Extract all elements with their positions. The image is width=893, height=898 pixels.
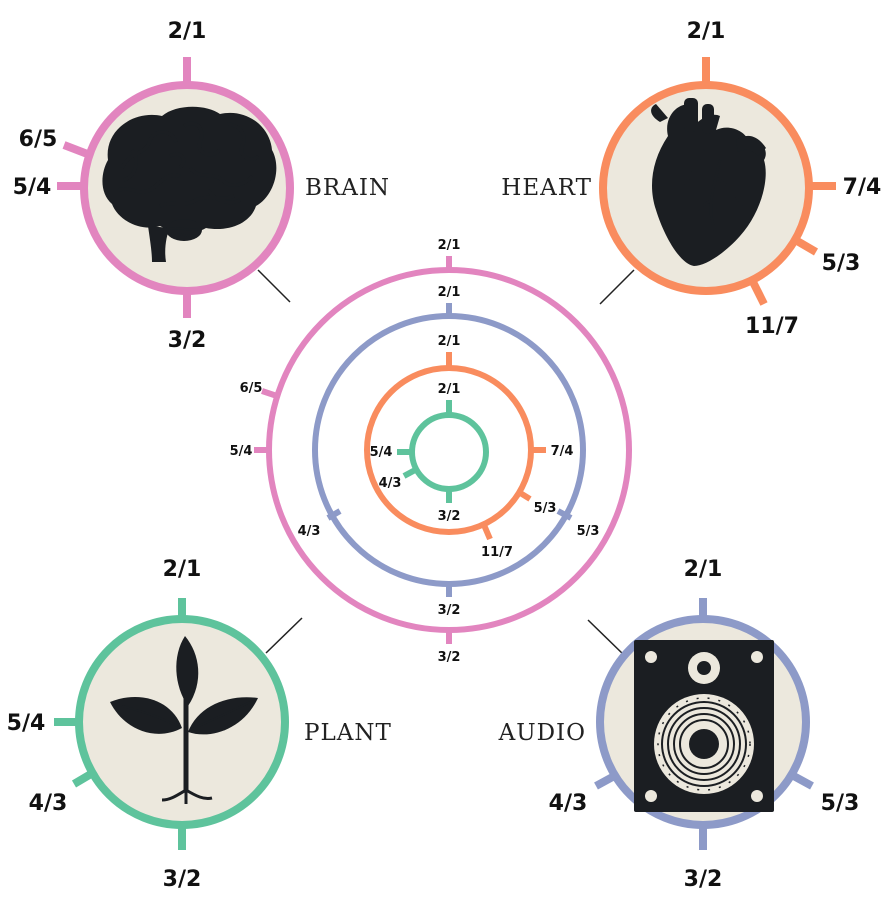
outer-label-bottom: 3/2	[438, 650, 461, 665]
inner-label-top: 2/1	[438, 382, 461, 397]
connector-audio	[587, 619, 626, 657]
speaker-icon	[634, 640, 774, 812]
second-tick-left-lower	[326, 508, 342, 521]
third-tick-right-lower	[515, 488, 532, 502]
outer-label-left-upper: 6/5	[240, 381, 263, 396]
heart-name: HEART	[501, 175, 592, 201]
plant-label-bottom: 3/2	[163, 867, 202, 892]
brain-label-top: 2/1	[168, 19, 207, 44]
inner-label-bottom: 3/2	[438, 509, 461, 524]
third-label-right: 7/4	[551, 444, 574, 459]
center-ring-outer	[266, 267, 632, 633]
audio-name: AUDIO	[498, 720, 586, 746]
audio-label-bottom: 3/2	[684, 867, 723, 892]
sprout-icon	[110, 636, 258, 804]
heart-tick-bottom-right	[748, 278, 768, 306]
center-ring-inner	[409, 412, 489, 492]
outer-tick-left-upper	[261, 388, 278, 399]
third-tick-bottom-right	[481, 523, 493, 541]
heart-node: 2/1 7/4 5/3 11/7 HEART	[501, 19, 881, 339]
audio-tick-right-lower	[788, 770, 814, 790]
brain-node: 2/1 6/5 5/4 3/2 BRAIN	[13, 19, 390, 353]
heart-label-bottom-right: 11/7	[745, 314, 799, 339]
heart-label-right-lower: 5/3	[822, 251, 861, 276]
plant-label-left-lower: 4/3	[29, 791, 68, 816]
outer-label-left: 5/4	[230, 444, 253, 459]
plant-name: PLANT	[304, 720, 392, 746]
plant-tick-left-lower	[71, 767, 99, 788]
second-label-left-lower: 4/3	[298, 524, 321, 539]
audio-label-left-lower: 4/3	[549, 791, 588, 816]
heart-label-right: 7/4	[843, 175, 882, 200]
outer-label-top: 2/1	[438, 238, 461, 253]
brain-label-left: 5/4	[13, 175, 52, 200]
audio-label-top: 2/1	[684, 557, 723, 582]
heart-label-top: 2/1	[687, 19, 726, 44]
second-label-bottom: 3/2	[438, 603, 461, 618]
connector-heart	[599, 269, 635, 305]
brain-name: BRAIN	[305, 175, 390, 201]
heart-tick-right-lower	[789, 234, 819, 256]
audio-tick-left-lower	[594, 770, 620, 790]
plant-node: 2/1 5/4 4/3 3/2 PLANT	[7, 557, 392, 892]
brain-tick-left-upper	[62, 141, 92, 159]
connector-plant	[265, 617, 303, 654]
second-label-right-lower: 5/3	[577, 524, 600, 539]
plant-label-top: 2/1	[163, 557, 202, 582]
third-label-top: 2/1	[438, 334, 461, 349]
inner-label-left: 5/4	[370, 445, 393, 460]
audio-label-right-lower: 5/3	[821, 791, 860, 816]
brain-label-left-upper: 6/5	[19, 127, 58, 152]
second-label-top: 2/1	[438, 285, 461, 300]
second-tick-right-lower	[556, 508, 573, 521]
audio-node: 2/1 4/3 5/3 3/2 AUDIO	[498, 557, 860, 892]
plant-label-left: 5/4	[7, 711, 46, 736]
connector-brain	[257, 269, 291, 303]
brain-label-bottom: 3/2	[168, 328, 207, 353]
inner-label-left-lower: 4/3	[379, 476, 402, 491]
anatomical-heart-icon	[651, 98, 766, 266]
third-label-bottom-right: 11/7	[481, 545, 513, 560]
inner-tick-left-lower	[402, 466, 419, 479]
brain-icon	[102, 106, 277, 262]
center-rings: 2/1 6/5 5/4 3/2 2/1 4/3 5/3 3/2 2/1 7/4 …	[230, 238, 632, 665]
third-label-right-lower: 5/3	[534, 501, 557, 516]
